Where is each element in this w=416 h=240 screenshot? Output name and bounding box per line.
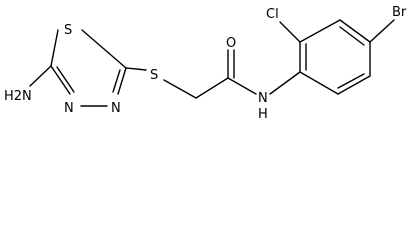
chemical-structure: H2N S N N S O N H Cl Br	[4, 5, 407, 122]
ring-nitrogen-label-1: N	[64, 101, 74, 116]
chlorine-label: Cl	[266, 7, 279, 22]
thioether-sulfur-label: S	[150, 68, 158, 83]
bond-b2-cl	[279, 21, 301, 43]
bond-s1-c2	[81, 29, 127, 69]
bond-ch2-co	[195, 77, 229, 99]
bond-n4-c5	[50, 65, 71, 95]
bond-nh-ring	[269, 71, 301, 95]
ring-nitrogen-label-2: N	[111, 101, 121, 116]
carbonyl-oxygen-label: O	[226, 36, 236, 51]
ring-sulfur-label: S	[64, 23, 72, 38]
bond-b5-b6	[337, 75, 371, 95]
amide-hydrogen-label: H	[258, 107, 268, 122]
bond-s-ch2	[163, 79, 197, 99]
bromine-label: Br	[392, 5, 407, 20]
bond-b4-br	[369, 19, 395, 43]
bond-b3-b4	[339, 19, 371, 43]
amino-label: H2N	[4, 89, 32, 104]
amide-nitrogen-label: N	[258, 91, 268, 106]
bond-c2-s	[125, 67, 147, 71]
bond-c2-n3-inner	[112, 69, 121, 93]
bond-co-nh	[227, 77, 257, 95]
bond-b3-b4-inner	[339, 26, 365, 46]
bond-c2-n3	[117, 67, 127, 95]
bond-b6-b1	[299, 71, 339, 95]
bond-c5-nh2	[29, 65, 52, 87]
bond-b2-b3	[299, 19, 341, 43]
bond-n4-c5-inner	[56, 66, 75, 93]
bond-b5-b6-inner	[337, 73, 365, 89]
bond-c5-s1	[50, 29, 59, 67]
